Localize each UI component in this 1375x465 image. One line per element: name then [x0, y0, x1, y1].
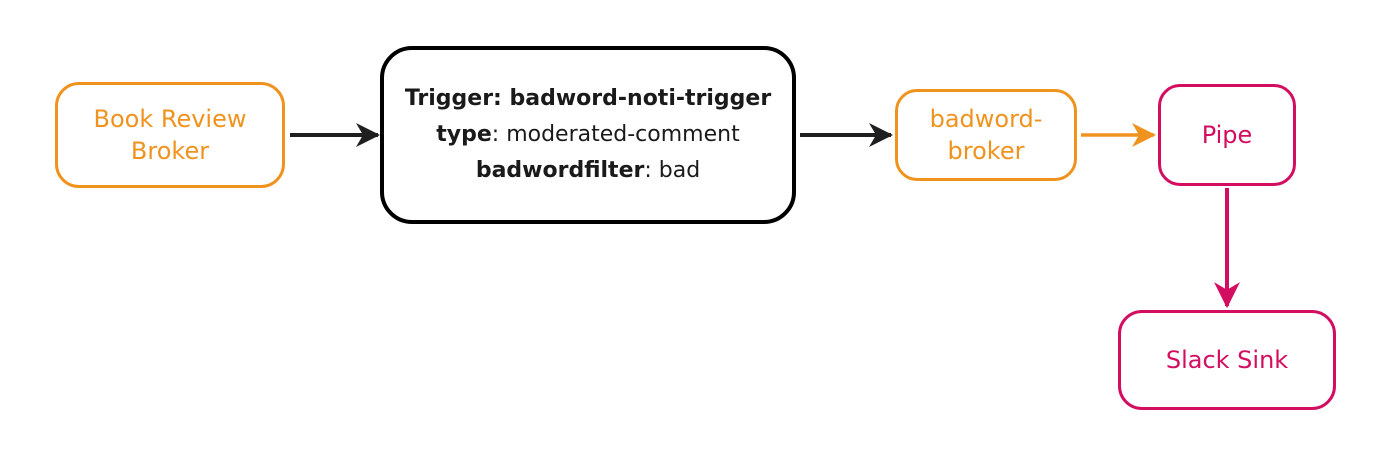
node-slack-sink-label: Slack Sink	[1165, 345, 1289, 374]
node-trigger: Trigger: badword-noti-trigger type: mode…	[380, 46, 796, 224]
node-pipe-label: Pipe	[1201, 120, 1253, 149]
node-slack-sink: Slack Sink	[1118, 310, 1336, 410]
trigger-line-1: Trigger: badword-noti-trigger	[405, 81, 771, 117]
trigger-line-1-key: Trigger: badword-noti-trigger	[404, 86, 772, 111]
trigger-line-3-key: badwordfilter	[475, 158, 645, 183]
trigger-line-2-value: : moderated-comment	[491, 122, 740, 147]
node-pipe: Pipe	[1158, 84, 1296, 186]
node-badword-broker-label: badword-broker	[929, 104, 1043, 165]
trigger-line-3: badwordfilter: bad	[476, 153, 700, 189]
trigger-line-3-value: : bad	[644, 158, 701, 183]
node-book-review-broker-label: Book Review Broker	[93, 104, 247, 165]
trigger-line-2: type: moderated-comment	[436, 117, 739, 153]
node-badword-broker: badword-broker	[895, 89, 1077, 181]
trigger-line-2-key: type	[436, 122, 492, 147]
node-book-review-broker: Book Review Broker	[55, 82, 285, 188]
